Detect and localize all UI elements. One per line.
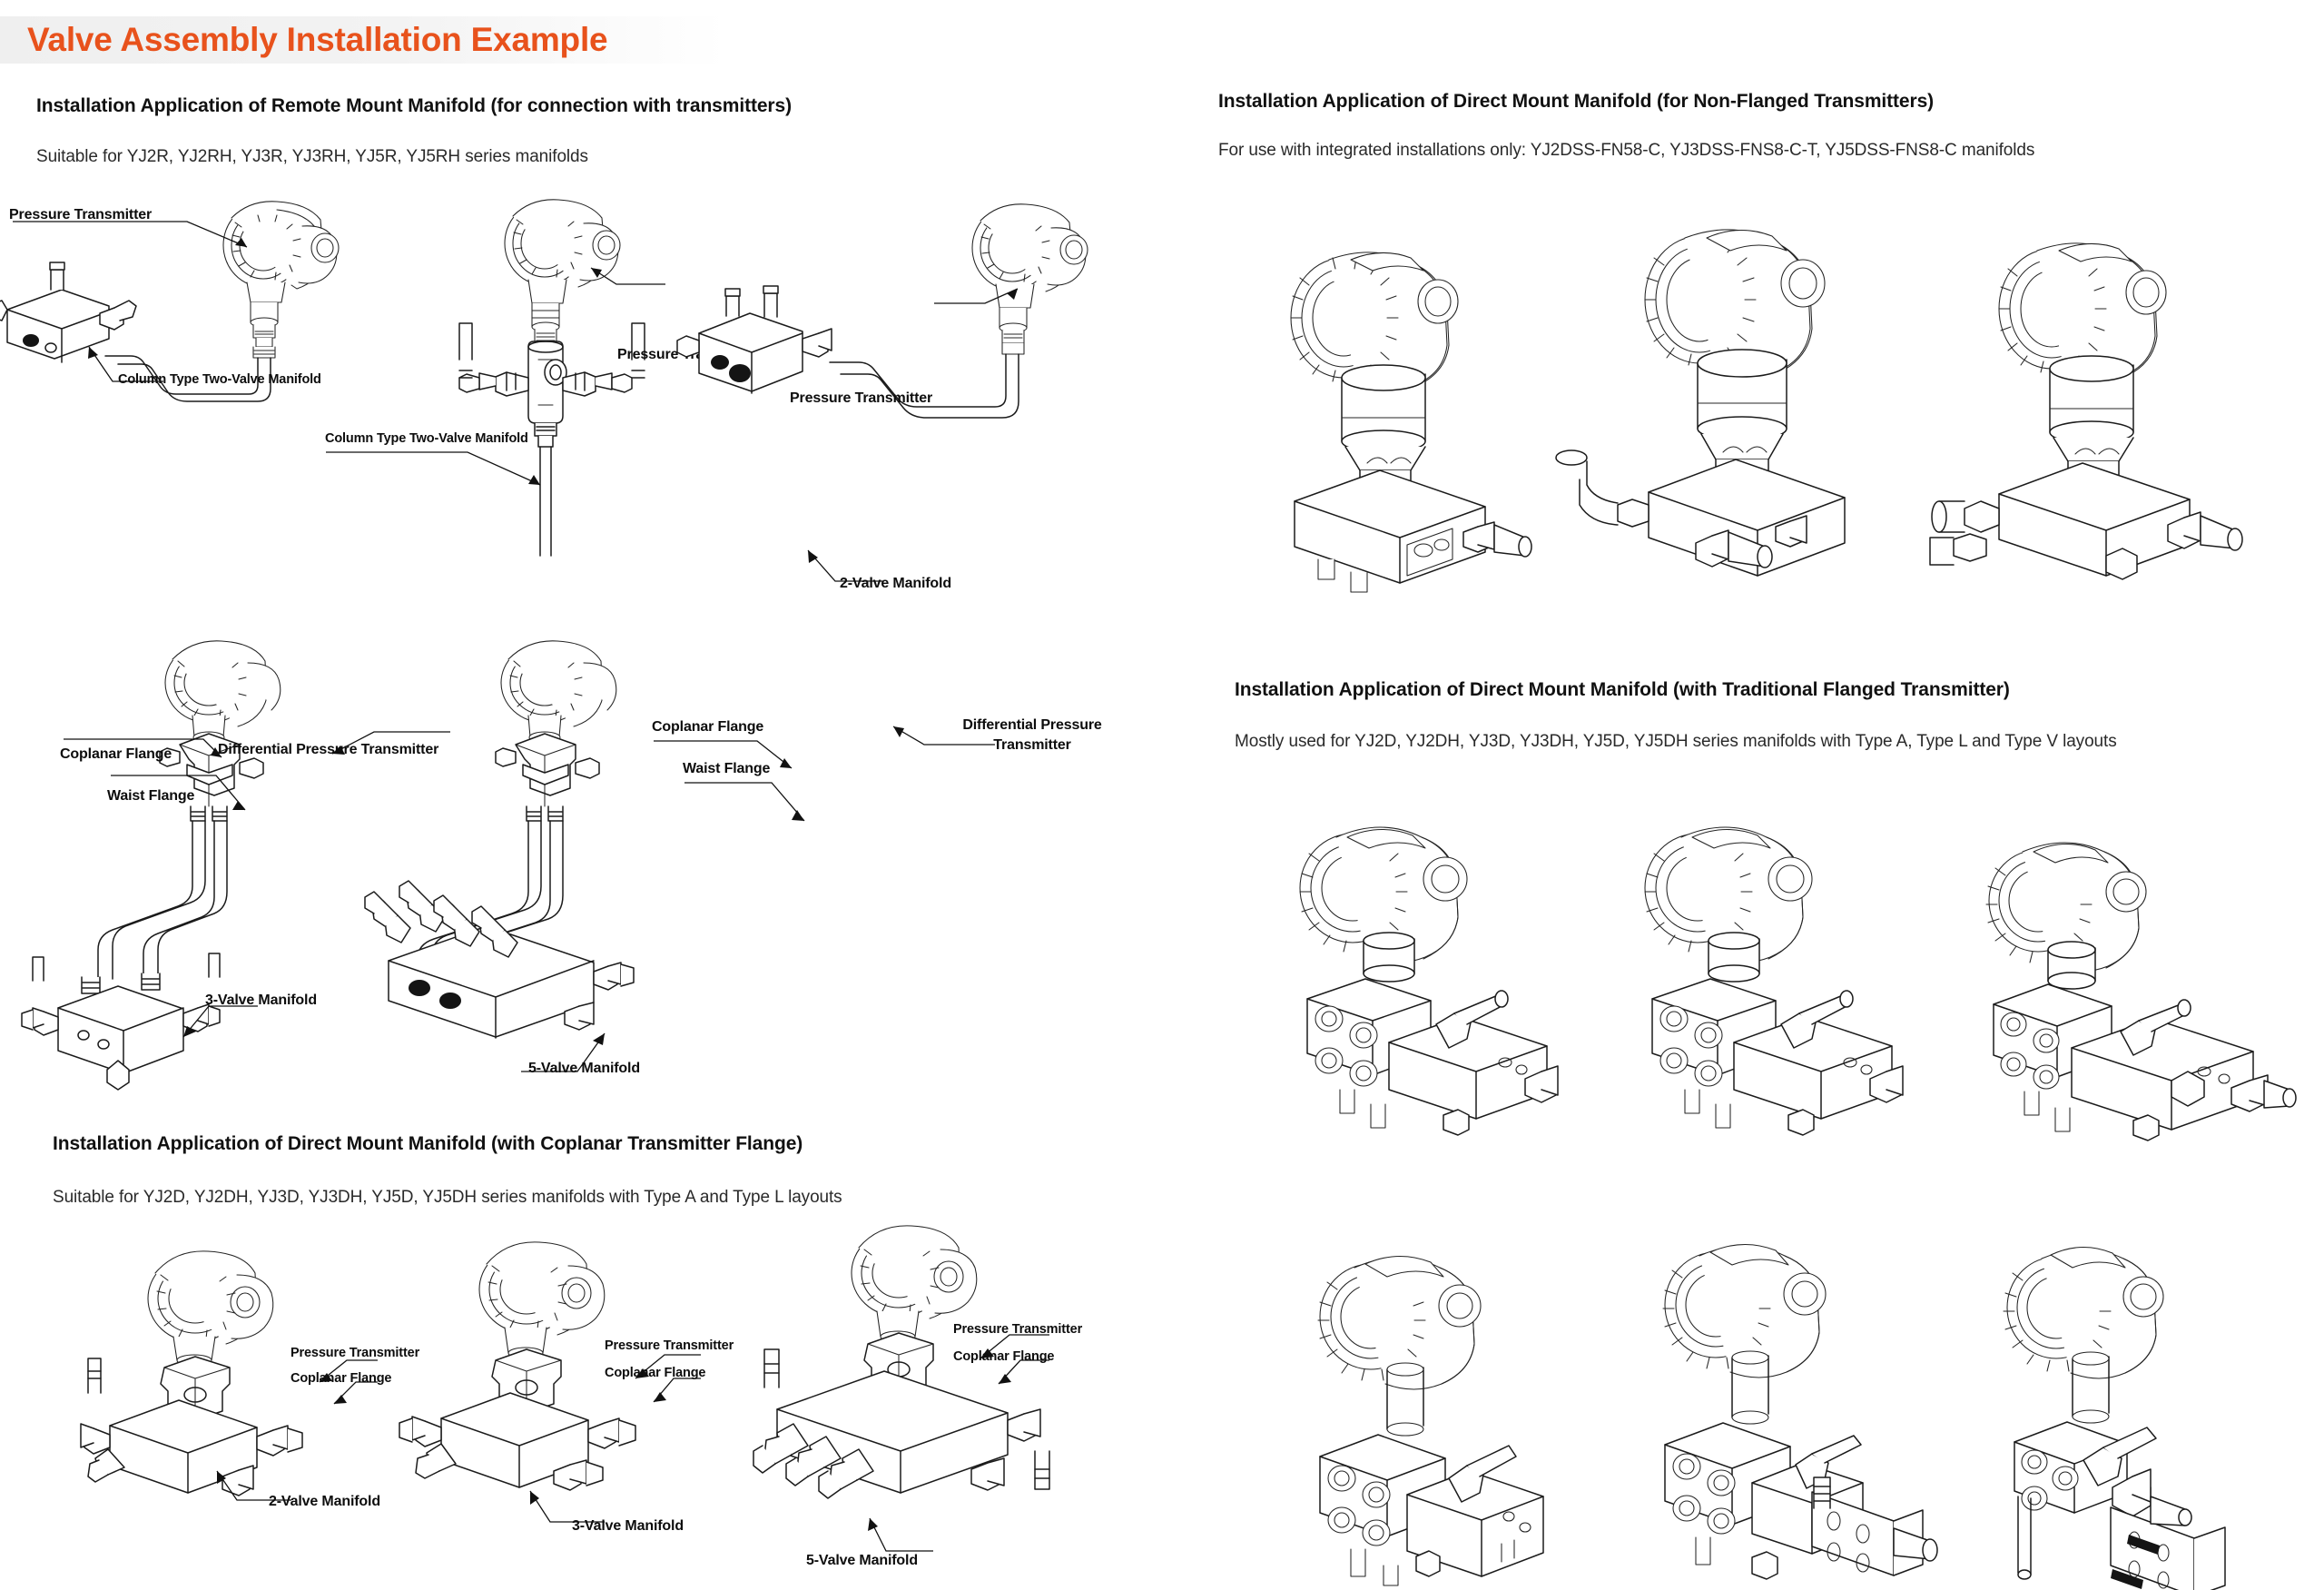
callout-five-valve-r3c3: 5-Valve Manifold: [806, 1553, 918, 1568]
callout-pressure-transmitter-r1c1: Pressure Transmitter: [9, 207, 153, 222]
section-heading-remote-mount: Installation Application of Remote Mount…: [36, 95, 792, 116]
leader-two-valve-r1c3: [772, 536, 890, 590]
callout-dp-transmitter-r2c2-line2: Transmitter: [993, 737, 1071, 753]
callout-coplanar-flange-r3c2: Coplanar Flange: [605, 1366, 706, 1380]
callout-five-valve-r2c2: 5-Valve Manifold: [528, 1061, 640, 1076]
section-subtext-direct-coplanar: Suitable for YJ2D, YJ2DH, YJ3D, YJ3DH, Y…: [53, 1188, 842, 1207]
callout-two-valve-r3c1: 2-Valve Manifold: [269, 1494, 380, 1509]
figure-nonflanged-direct-c: [1929, 182, 2324, 580]
figure-nonflanged-direct-b: [1555, 163, 1963, 577]
section-heading-direct-coplanar: Installation Application of Direct Mount…: [53, 1133, 803, 1154]
leader-coplanar-r3c1: [263, 1351, 381, 1415]
callout-two-valve-r1c3: 2-Valve Manifold: [840, 576, 951, 591]
figure-remote-mount-two-valve-right: [676, 195, 1162, 431]
figure-traditional-flanged-c: [1943, 799, 2324, 1162]
page-title: Valve Assembly Installation Example: [27, 21, 608, 58]
leader-three-valve-r2c1: [147, 999, 265, 1053]
figure-nonflanged-direct-a: [1235, 191, 1598, 593]
callout-column-two-valve-r1c1: Column Type Two-Valve Manifold: [118, 372, 321, 387]
callout-column-two-valve-r1c2: Column Type Two-Valve Manifold: [325, 431, 528, 446]
leader-coplanar-flange-r2c2: [650, 725, 804, 779]
leader-coplanar-flange-r2c1: [60, 726, 241, 781]
leader-waist-flange-r2c1: [107, 761, 271, 825]
section-subtext-remote-mount: Suitable for YJ2R, YJ2RH, YJ3R, YJ3RH, Y…: [36, 147, 588, 166]
figure-remote-mount-column-two-valve-center: [445, 191, 744, 572]
callout-waist-flange-r2c1: Waist Flange: [107, 788, 195, 804]
section-subtext-direct-traditional: Mostly used for YJ2D, YJ2DH, YJ3D, YJ3DH…: [1235, 732, 2117, 751]
leader-two-valve-r3c1: [177, 1460, 295, 1515]
leader-waist-flange-r2c2: [681, 761, 826, 834]
callout-pressure-transmitter-r1c3: Pressure Transmitter: [790, 390, 933, 406]
callout-dp-transmitter-r2c1: Differential Pressure Transmitter: [218, 742, 439, 757]
callout-pressure-transmitter-r3c2: Pressure Transmitter: [605, 1338, 734, 1353]
figure-traditional-flanged-b: [1598, 781, 1961, 1144]
leader-pressure-transmitter-r1c2: [569, 259, 669, 295]
leader-dp-transmitter-r2c2: [872, 717, 999, 772]
title-banner: [0, 16, 726, 64]
figure-remote-mount-column-two-valve-left: [0, 195, 390, 404]
leader-three-valve-r3c2: [490, 1480, 608, 1535]
callout-pressure-transmitter-r3c1: Pressure Transmitter: [290, 1346, 420, 1360]
leader-pressure-transmitter-r1c1: [9, 205, 300, 260]
figure-traditional-flanged-f: [1965, 1208, 2324, 1590]
callout-coplanar-flange-r3c3: Coplanar Flange: [953, 1349, 1055, 1364]
figure-coplanar-five-valve: [744, 1208, 1080, 1544]
leader-coplanar-r3c2: [577, 1344, 704, 1417]
section-subtext-direct-nonflanged: For use with integrated installations on…: [1218, 141, 2035, 160]
figure-traditional-flanged-d: [1271, 1217, 1634, 1586]
leader-pressure-transmitter-r1c3: [931, 280, 1039, 320]
section-heading-direct-nonflanged: Installation Application of Direct Mount…: [1218, 91, 1935, 112]
leader-dp-transmitter-r2c1: [290, 717, 454, 772]
figure-remote-mount-three-valve: [21, 636, 409, 1091]
figure-coplanar-three-valve: [399, 1224, 690, 1533]
callout-pressure-transmitter-r3c3: Pressure Transmitter: [953, 1322, 1083, 1337]
leader-column-two-valve-r1c2: [322, 434, 595, 498]
leader-five-valve-r2c2: [517, 1019, 654, 1082]
callout-three-valve-r2c1: 3-Valve Manifold: [205, 993, 317, 1008]
callout-coplanar-flange-r3c1: Coplanar Flange: [290, 1371, 392, 1386]
leader-coplanar-r3c3: [926, 1326, 1053, 1398]
figure-traditional-flanged-a: [1253, 781, 1616, 1136]
leader-column-two-valve-r1c1: [62, 327, 171, 390]
callout-waist-flange-r2c2: Waist Flange: [683, 761, 771, 776]
callout-coplanar-flange-r2c2: Coplanar Flange: [652, 719, 764, 735]
leader-five-valve-r3c3: [826, 1507, 944, 1562]
callout-dp-transmitter-r2c2-line1: Differential Pressure: [962, 717, 1102, 733]
figure-coplanar-two-valve: [77, 1235, 350, 1526]
callout-coplanar-flange-r2c1: Coplanar Flange: [60, 746, 172, 762]
figure-remote-mount-five-valve: [363, 627, 781, 1062]
figure-traditional-flanged-e: [1616, 1203, 1997, 1585]
callout-three-valve-r3c2: 3-Valve Manifold: [572, 1518, 684, 1534]
section-heading-direct-traditional: Installation Application of Direct Mount…: [1235, 679, 2010, 700]
